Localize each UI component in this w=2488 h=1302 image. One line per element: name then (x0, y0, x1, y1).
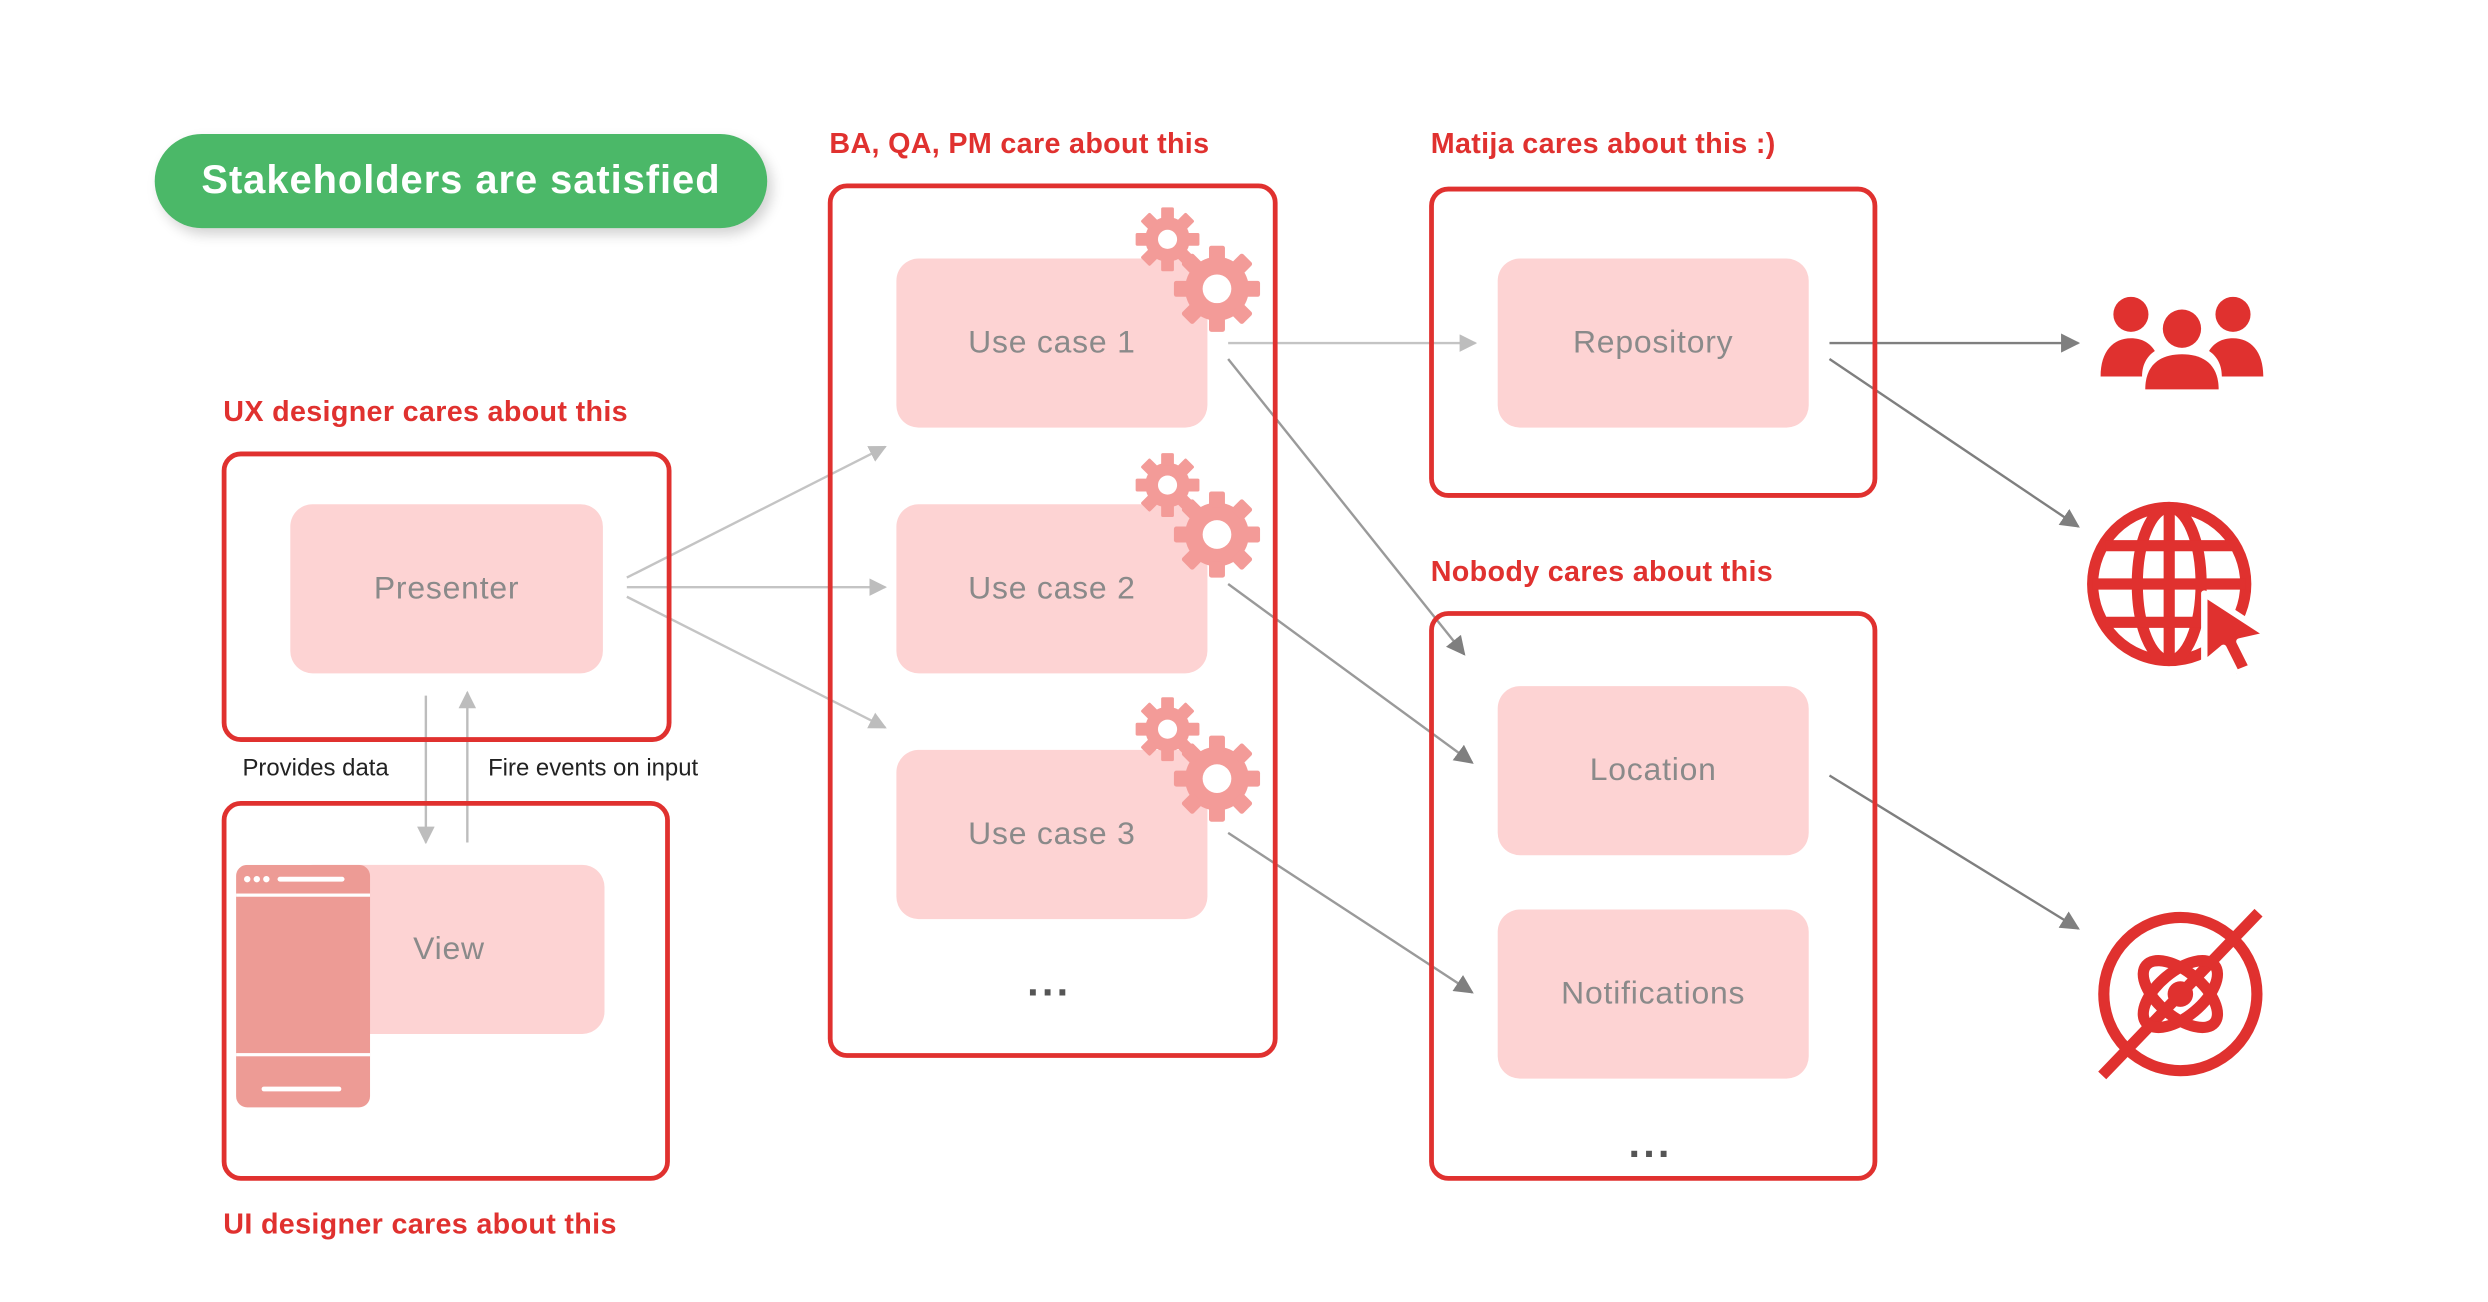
repository-group (1429, 186, 1878, 498)
provides-data-label: Provides data (242, 754, 389, 782)
gears-icon (1135, 697, 1261, 822)
gears-icon (1135, 207, 1261, 332)
use-case-1-box: Use case 1 (896, 258, 1208, 428)
notifications-box: Notifications (1497, 909, 1809, 1079)
globe-cursor-icon (2087, 501, 2272, 674)
phone-screen-icon (236, 864, 371, 1108)
location-box: Location (1497, 686, 1809, 856)
view-group (221, 800, 670, 1181)
arrow-repository-globe (1828, 358, 2080, 528)
use-case-2-box: Use case 2 (896, 504, 1208, 674)
fire-events-label: Fire events on input (488, 754, 699, 782)
use-case-group (827, 183, 1278, 1058)
presenter-group (221, 451, 672, 742)
data-sources-group (1429, 611, 1878, 1181)
users-icon (2100, 296, 2264, 390)
gears-icon (1135, 453, 1261, 578)
ux-designer-heading: UX designer cares about this (223, 395, 628, 428)
arrow-usecase1-location (1227, 358, 1466, 656)
stakeholders-badge: Stakeholders are satisfied (154, 134, 768, 229)
arrow-location-gps (1828, 774, 2080, 930)
view-label: View (413, 931, 485, 967)
gps-location-icon (2098, 908, 2263, 1080)
data-sources-more: ... (1628, 1118, 1673, 1167)
repository-box: Repository (1497, 258, 1809, 428)
matija-heading: Matija cares about this :) (1430, 127, 1776, 160)
nobody-heading: Nobody cares about this (1430, 555, 1774, 588)
ui-designer-heading: UI designer cares about this (223, 1207, 617, 1240)
presenter-box: Presenter (290, 504, 603, 674)
ba-qa-pm-heading: BA, QA, PM care about this (829, 127, 1210, 160)
use-case-3-box: Use case 3 (896, 749, 1208, 920)
use-case-more: ... (1027, 957, 1072, 1006)
